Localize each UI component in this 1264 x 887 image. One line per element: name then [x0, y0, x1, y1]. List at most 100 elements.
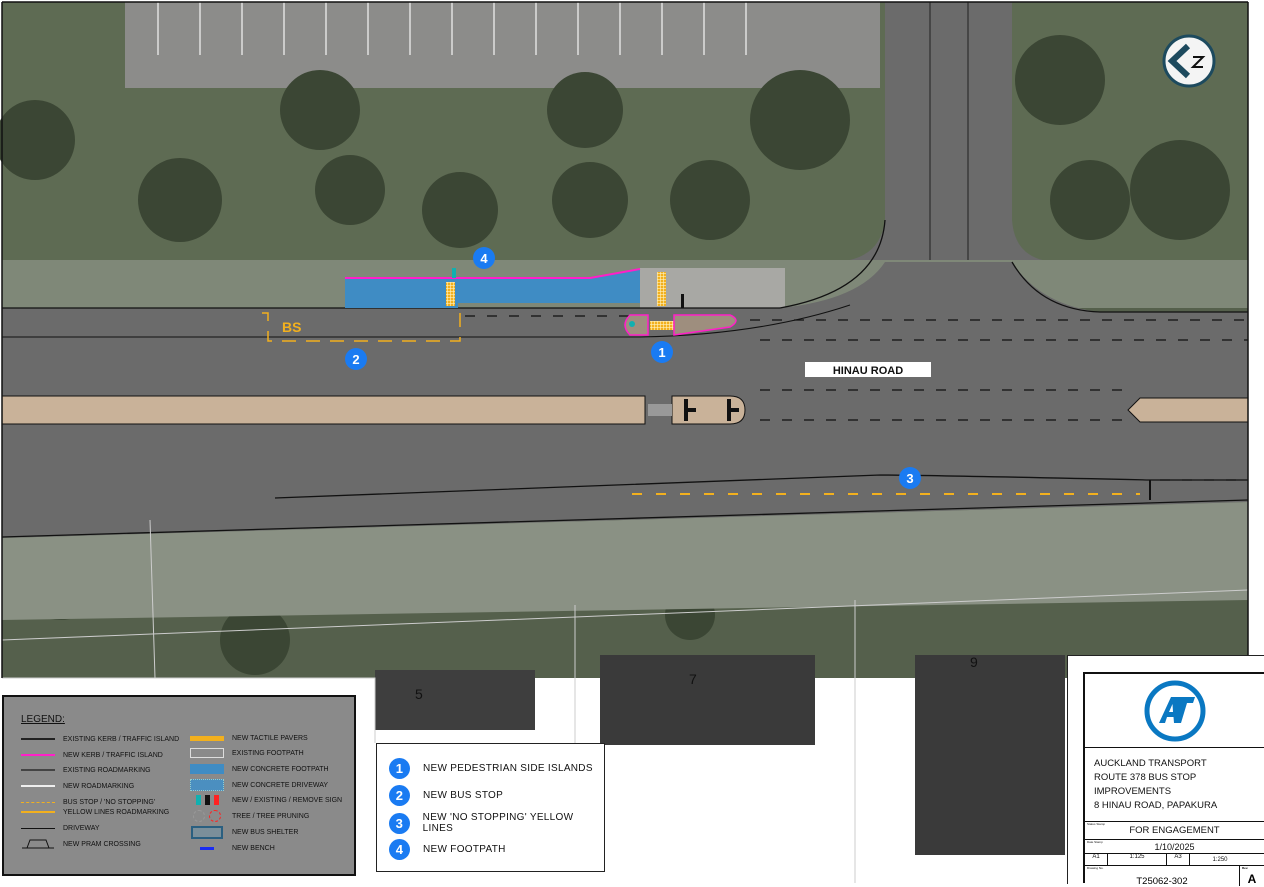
- legend: LEGEND: EXISTING KERB / TRAFFIC ISLAND N…: [2, 695, 356, 876]
- legend-item: NEW TACTILE PAVERS: [190, 732, 308, 744]
- legend-label: NEW / EXISTING / REMOVE SIGN: [232, 796, 343, 804]
- a1-label: A1: [1085, 854, 1108, 865]
- legend-label: NEW BUS SHELTER: [232, 828, 299, 836]
- tactile-pavers: [657, 272, 666, 306]
- legend-item: EXISTING KERB / TRAFFIC ISLAND: [21, 733, 179, 745]
- tactile-pavers-icon: [190, 735, 224, 741]
- legend-item: DRIVEWAY: [21, 822, 100, 834]
- south-kerb: [1, 499, 1249, 538]
- lane-markings: [465, 315, 1248, 481]
- bollards: [684, 399, 739, 421]
- marker-1: 1: [651, 341, 673, 363]
- drawing-no-label: Drawing No.: [1087, 866, 1104, 870]
- median-island: [1, 395, 646, 425]
- yellow-dashed-line-icon: [21, 801, 55, 803]
- pram-crossing: [648, 404, 672, 416]
- legend-item: EXISTING ROADMARKING: [21, 764, 151, 776]
- marker-3: 3: [899, 467, 921, 489]
- black-line-icon: [21, 738, 55, 740]
- status-label: Status Stamp: [1087, 822, 1106, 826]
- kerb-line: [639, 304, 851, 338]
- revision-cell: Rev. A: [1240, 866, 1264, 887]
- legend-item: YELLOW LINES ROADMARKING: [21, 806, 169, 818]
- note-text: NEW 'NO STOPPING' YELLOW LINES: [422, 812, 574, 834]
- legend-item: NEW CONCRETE FOOTPATH: [190, 763, 329, 775]
- at-logo-icon: [1144, 680, 1205, 741]
- date-stamp: 1/10/2025: [1154, 841, 1195, 852]
- project-title: ROUTE 378 BUS STOP IMPROVEMENTS: [1094, 772, 1197, 797]
- existing-sign-icon: [681, 294, 684, 308]
- organisation: AUCKLAND TRANSPORT: [1094, 758, 1207, 769]
- house-number-7: 7: [689, 671, 697, 687]
- yellow-line-icon: [21, 811, 55, 813]
- svg-text:4: 4: [480, 251, 488, 266]
- legend-item: TREE / TREE PRUNING: [190, 810, 309, 822]
- revision: A: [1247, 872, 1257, 886]
- white-line-icon: [21, 785, 55, 787]
- date-label: Date Stamp: [1087, 840, 1103, 844]
- legend-label: NEW TACTILE PAVERS: [232, 734, 308, 742]
- legend-label: NEW CONCRETE DRIVEWAY: [232, 781, 329, 789]
- rev-label: Rev.: [1242, 866, 1249, 870]
- bus-text-marking: BS: [282, 319, 301, 335]
- house-number-5: 5: [415, 686, 423, 702]
- kerb-line: [1011, 261, 1248, 313]
- car-park: [125, 2, 880, 88]
- svg-text:3: 3: [906, 471, 913, 486]
- project-info: AUCKLAND TRANSPORT ROUTE 378 BUS STOP IM…: [1085, 748, 1264, 822]
- legend-label: TREE / TREE PRUNING: [232, 812, 310, 820]
- a3-scale: 1:250: [1212, 856, 1228, 863]
- legend-title: LEGEND:: [21, 714, 65, 725]
- legend-item: NEW BUS SHELTER: [190, 825, 299, 839]
- road-name-label: HINAU ROAD: [805, 362, 931, 377]
- property-boundaries: [1, 519, 1249, 883]
- bench-icon: [190, 846, 224, 850]
- concrete-footpath-icon: [190, 764, 224, 774]
- house-roof: [600, 655, 815, 745]
- pedestrian-side-island: [673, 314, 737, 336]
- note-number: 4: [389, 839, 410, 860]
- sign-icon: [190, 795, 224, 805]
- legend-label: BUS STOP / 'NO STOPPING': [63, 798, 156, 806]
- legend-label: NEW KERB / TRAFFIC ISLAND: [63, 751, 163, 759]
- legend-item: NEW CONCRETE DRIVEWAY: [190, 779, 328, 791]
- dark-line-icon: [21, 769, 55, 771]
- legend-item: NEW BENCH: [190, 842, 275, 854]
- legend-item: EXISTING FOOTPATH: [190, 747, 304, 759]
- at-logo: [1085, 674, 1264, 748]
- bus-stop-marking: [262, 312, 467, 342]
- legend-item: BUS STOP / 'NO STOPPING': [21, 796, 155, 808]
- tree-icon: [190, 810, 224, 822]
- legend-label: EXISTING FOOTPATH: [232, 749, 304, 757]
- svg-text:1: 1: [658, 345, 665, 360]
- marker-2: 2: [345, 348, 367, 370]
- note-number: 3: [389, 812, 410, 834]
- legend-item: NEW ROADMARKING: [21, 780, 134, 792]
- legend-label: NEW CONCRETE FOOTPATH: [232, 765, 329, 773]
- marker-4: 4: [473, 247, 495, 269]
- magenta-line-icon: [21, 754, 55, 756]
- note-item: 3 NEW 'NO STOPPING' YELLOW LINES: [389, 812, 604, 834]
- legend-label: NEW BENCH: [232, 844, 275, 852]
- median-refuge: [671, 395, 746, 425]
- note-text: NEW PEDESTRIAN SIDE ISLANDS: [423, 763, 593, 774]
- north-arrow-icon: [1162, 34, 1216, 88]
- a1-scale: 1:125: [1108, 854, 1167, 865]
- house-roof: [375, 670, 535, 730]
- legend-label: NEW ROADMARKING: [63, 782, 135, 790]
- note-number: 2: [389, 785, 410, 806]
- pedestrian-side-island: [624, 314, 649, 336]
- pram-crossing-icon: [21, 839, 55, 849]
- legend-label: EXISTING KERB / TRAFFIC ISLAND: [63, 735, 180, 743]
- legend-label: YELLOW LINES ROADMARKING: [63, 808, 170, 816]
- status-stamp: FOR ENGAGEMENT: [1129, 825, 1220, 836]
- legend-item: NEW PRAM CROSSING: [21, 838, 141, 850]
- car-park-bays: [157, 2, 747, 55]
- thin-black-line-icon: [21, 827, 55, 829]
- new-sign-icon: [452, 268, 456, 278]
- legend-label: NEW PRAM CROSSING: [63, 840, 141, 848]
